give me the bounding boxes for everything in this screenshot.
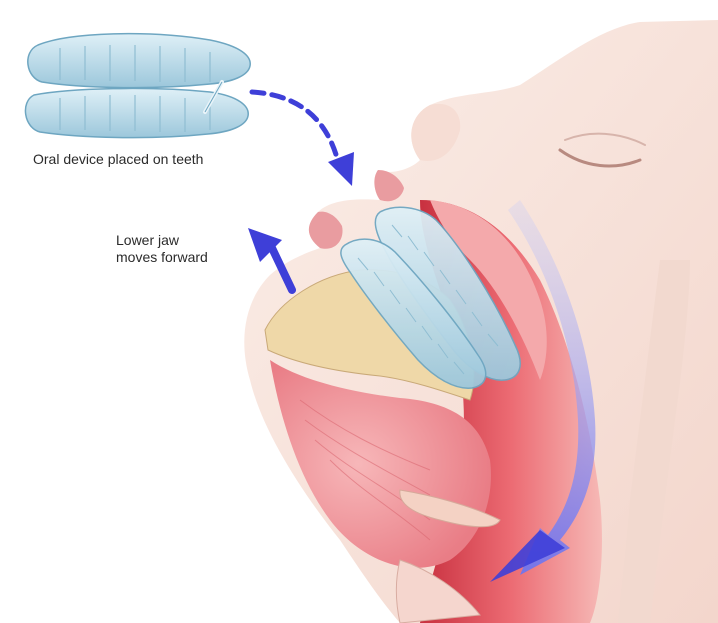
larynx (395, 559, 481, 623)
device-label: Oral device placed on teeth (33, 151, 204, 167)
nose (411, 103, 461, 161)
airflow-arrow (508, 200, 596, 575)
upper-lip (374, 170, 404, 202)
oral-device-illustration (24, 32, 251, 139)
airflow-arrow-head (490, 530, 565, 582)
spine (618, 260, 690, 623)
jaw-label-line2: moves forward (116, 249, 208, 265)
soft-palate (430, 200, 547, 380)
jaw-label: Lower jaw moves forward (116, 232, 208, 266)
dashed-arrow-head (328, 152, 354, 186)
jaw-label-line1: Lower jaw (116, 232, 180, 248)
oral-device-in-mouth (340, 206, 521, 389)
jaw-forward-arrow-head (248, 228, 282, 262)
lower-lip (308, 211, 343, 249)
dashed-placement-arrow (249, 89, 343, 173)
jaw-forward-arrow (268, 244, 296, 294)
hyoid (399, 489, 501, 528)
closed-eye (558, 148, 642, 168)
